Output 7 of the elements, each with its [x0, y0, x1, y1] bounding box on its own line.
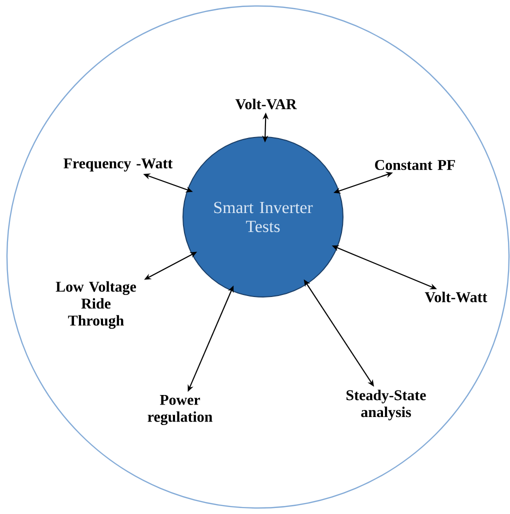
test-label: Power regulation	[148, 395, 212, 425]
test-label: Volt-Watt	[424, 292, 488, 302]
test-label: Low Voltage Ride Through	[56, 281, 136, 329]
test-label: Volt-VAR	[235, 98, 297, 110]
test-label: Steady-State analysis	[346, 390, 426, 420]
test-label: Frequency -Watt	[64, 158, 173, 172]
test-label: Constant PF	[375, 160, 455, 170]
